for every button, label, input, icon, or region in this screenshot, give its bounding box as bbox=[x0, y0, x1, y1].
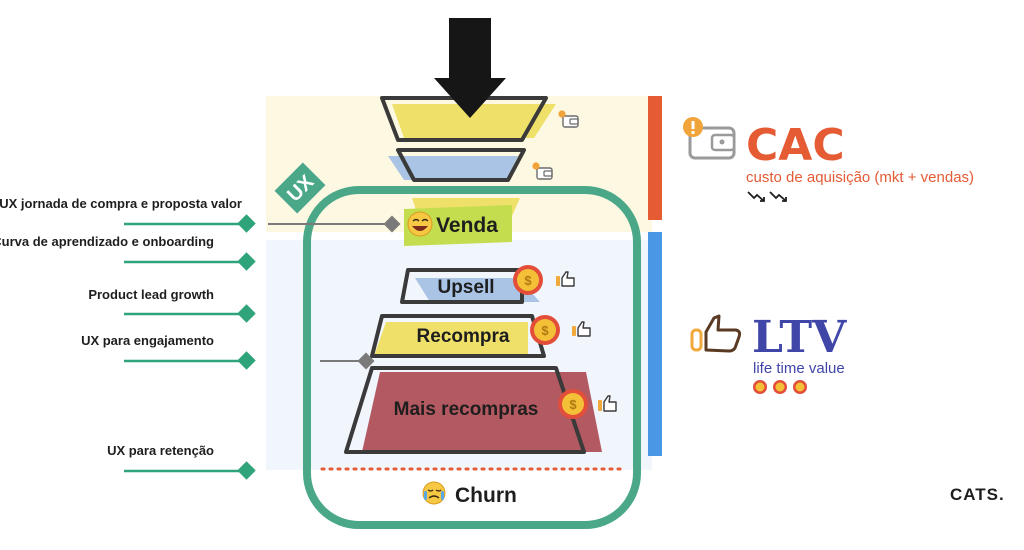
svg-text:$: $ bbox=[569, 397, 577, 412]
stage-label-upsell: Upsell bbox=[437, 277, 494, 298]
stage-label-churn: Churn bbox=[455, 484, 517, 507]
thumbs-up-icon-upsell bbox=[556, 271, 575, 287]
thumbs-up-icon-recompra bbox=[572, 321, 591, 337]
funnel-stage-recompra: Recompra bbox=[370, 314, 546, 358]
churn-item: Churn bbox=[422, 481, 517, 507]
coin-icon-recompra: $ bbox=[530, 315, 560, 345]
coin-icon-upsell: $ bbox=[513, 265, 543, 295]
diamond-bullet-icon bbox=[237, 252, 256, 271]
svg-text:$: $ bbox=[541, 323, 549, 338]
diamond-bullet-icon bbox=[237, 214, 256, 233]
stage-label-recompra: Recompra bbox=[417, 326, 510, 347]
thumbs-up-icon bbox=[690, 314, 742, 353]
crying-emoji-icon bbox=[422, 481, 446, 505]
coins-icon bbox=[753, 380, 807, 394]
cac-block: CAC custo de aquisição (mkt + vendas) bbox=[683, 117, 974, 202]
brand-logo: CATS. bbox=[950, 485, 1005, 504]
ux-label-text: Curva de aprendizado e onboarding bbox=[0, 234, 214, 249]
ltv-bar bbox=[648, 232, 662, 456]
cac-subtitle: custo de aquisição (mkt + vendas) bbox=[746, 169, 974, 186]
wallet-alert-icon bbox=[683, 117, 736, 160]
entry-arrow-icon bbox=[434, 18, 506, 118]
funnel-stage-mais-recompras: Mais recompras bbox=[344, 366, 602, 454]
funnel-stage-consideration bbox=[388, 148, 526, 182]
ltv-subtitle: life time value bbox=[753, 360, 845, 377]
ltv-block: LTV life time value bbox=[690, 312, 847, 394]
cac-title: CAC bbox=[746, 120, 845, 171]
trend-down-icon bbox=[747, 191, 787, 202]
ux-label-item: UX jornada de compra e proposta valor bbox=[0, 196, 256, 233]
ux-label-item: UX para engajamento bbox=[81, 333, 256, 370]
ux-frame bbox=[303, 186, 641, 529]
ux-label-text: UX para engajamento bbox=[81, 333, 214, 348]
funnel-stage-awareness bbox=[380, 96, 556, 142]
wallet-alert-icon-small-2 bbox=[532, 162, 553, 180]
diamond-bullet-icon bbox=[237, 304, 256, 323]
ux-label-text: Product lead growth bbox=[88, 287, 214, 302]
coin-icon-mais-recompras: $ bbox=[558, 389, 588, 419]
funnel-stage-upsell: Upsell bbox=[400, 268, 540, 304]
ux-label-item: Curva de aprendizado e onboarding bbox=[0, 234, 256, 271]
ltv-title: LTV bbox=[752, 312, 847, 363]
svg-text:$: $ bbox=[524, 273, 532, 288]
stage-label-mais-recompras: Mais recompras bbox=[394, 399, 539, 420]
ux-label-text: UX jornada de compra e proposta valor bbox=[0, 196, 242, 211]
stage-label-venda: Venda bbox=[436, 214, 498, 237]
wallet-alert-icon-small-1 bbox=[558, 110, 579, 128]
laughing-emoji-icon bbox=[407, 211, 433, 237]
connector-engajamento bbox=[320, 352, 375, 370]
ux-label-item: Product lead growth bbox=[88, 287, 256, 323]
ux-label-text: UX para retenção bbox=[107, 443, 214, 458]
diamond-bullet-icon bbox=[237, 461, 256, 480]
funnel-stage-venda: Venda bbox=[404, 205, 512, 246]
ux-label-item: UX para retenção bbox=[107, 443, 256, 480]
diamond-bullet-icon bbox=[237, 351, 256, 370]
cac-bar bbox=[648, 96, 662, 220]
connector-venda bbox=[268, 215, 401, 233]
thumbs-up-icon-mais-recompras bbox=[598, 395, 617, 412]
